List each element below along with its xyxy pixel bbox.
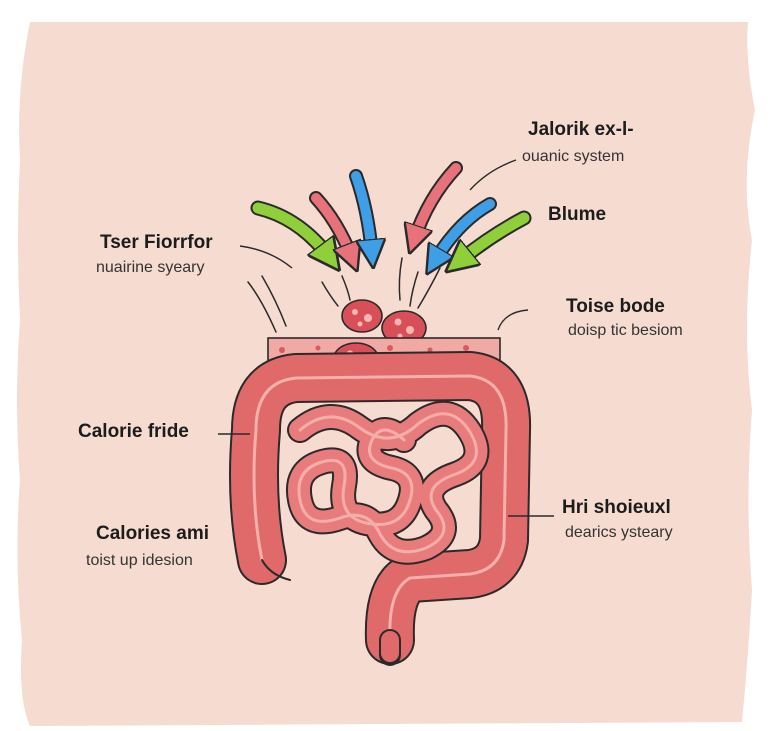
label-right-middle-sub: doisp tic besiom bbox=[568, 320, 683, 342]
food-particle-icon bbox=[381, 310, 427, 346]
label-left-lower-sub: toist up idesion bbox=[86, 550, 193, 572]
food-particle-icon bbox=[341, 299, 383, 333]
label-right-upper: Blume bbox=[548, 203, 606, 227]
label-left-upper: Tser Fiorrfor bbox=[100, 231, 213, 255]
label-right-lower: Hri shoieuxl bbox=[562, 496, 671, 520]
leader-lines bbox=[218, 159, 554, 517]
label-subtitle: dearics ysteary bbox=[565, 524, 673, 541]
label-title: Jalorik ex-l- bbox=[528, 119, 634, 140]
label-title: Tser Fiorrfor bbox=[100, 232, 213, 253]
label-left-lower: Calories ami bbox=[96, 522, 209, 546]
label-top-right: Jalorik ex-l- bbox=[528, 118, 634, 142]
arrows-group bbox=[250, 161, 532, 262]
label-left-upper-sub: nuairine syeary bbox=[96, 257, 205, 279]
label-top-right-sub: ouanic system bbox=[522, 146, 624, 168]
label-subtitle: doisp tic besiom bbox=[568, 322, 683, 339]
label-title: Calories ami bbox=[96, 523, 209, 544]
label-left-middle: Calorie fride bbox=[78, 420, 189, 444]
label-title: Blume bbox=[548, 204, 607, 225]
label-subtitle: ouanic system bbox=[522, 148, 625, 165]
motion-lines bbox=[247, 257, 441, 333]
label-title: Toise bode bbox=[566, 296, 665, 317]
large-intestine bbox=[229, 351, 532, 666]
label-title: Hri shoieuxl bbox=[562, 497, 671, 518]
label-right-middle: Toise bode bbox=[566, 295, 665, 319]
label-subtitle: toist up idesion bbox=[86, 552, 193, 569]
label-subtitle: nuairine syeary bbox=[96, 259, 205, 276]
label-title: Calorie fride bbox=[78, 421, 189, 442]
small-intestine bbox=[286, 400, 490, 565]
label-right-lower-sub: dearics ysteary bbox=[565, 522, 673, 544]
